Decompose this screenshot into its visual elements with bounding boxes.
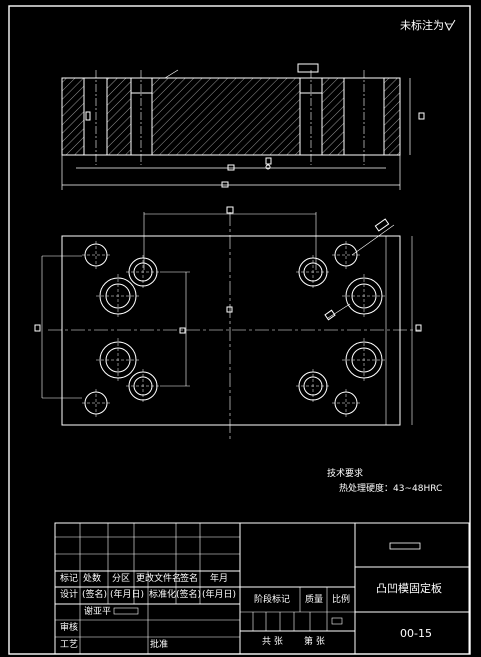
tb-weight: 质量: [305, 595, 324, 605]
drawing-number: 00-15: [400, 627, 432, 640]
tb-total-sheets: 共 张: [262, 637, 283, 647]
part-name: 凸凹模固定板: [376, 582, 442, 595]
plan-view: [34, 206, 422, 440]
tb-year-month: 年月: [210, 574, 229, 584]
tb-review: 审核: [60, 623, 79, 633]
tb-stage-mark: 阶段标记: [254, 595, 291, 605]
title-block-lines: [54, 522, 470, 655]
section-view: [61, 63, 425, 190]
tb-approve: 批准: [150, 640, 169, 650]
tb-signature: 签名: [180, 574, 199, 584]
tb-sheet: 第 张: [304, 637, 325, 647]
tb-scale: 比例: [332, 595, 351, 605]
tb-standardization: 标准化: [149, 590, 177, 600]
unmarked-roughness-note: 未标注为: [400, 19, 444, 32]
tb-design: 设计: [60, 590, 79, 600]
tb-std-date: (年月日): [202, 590, 237, 600]
hatch-left: [61, 77, 85, 156]
hatch-mid-right: [321, 77, 345, 156]
hatch-right: [383, 77, 401, 156]
hatch-mid-left: [106, 77, 132, 156]
tech-requirement-hardness: 热处理硬度：43~48HRC: [339, 484, 443, 494]
tb-change-file: 更改文件名: [136, 574, 182, 584]
roughness-symbol-icon: [444, 19, 456, 31]
tb-zone: 分区: [112, 574, 131, 584]
tech-requirements-title: 技术要求: [327, 469, 364, 479]
tb-design-sign: (签名): [82, 590, 108, 600]
tb-std-sign: (签名): [176, 590, 202, 600]
holes: [82, 241, 386, 417]
tb-count: 处数: [83, 574, 102, 584]
tb-reviewer-name: 谢亚平: [84, 607, 112, 617]
tb-process: 工艺: [60, 640, 79, 650]
hatch-center: [151, 77, 301, 156]
tb-design-date: (年月日): [110, 590, 145, 600]
tb-mark: 标记: [60, 574, 79, 584]
